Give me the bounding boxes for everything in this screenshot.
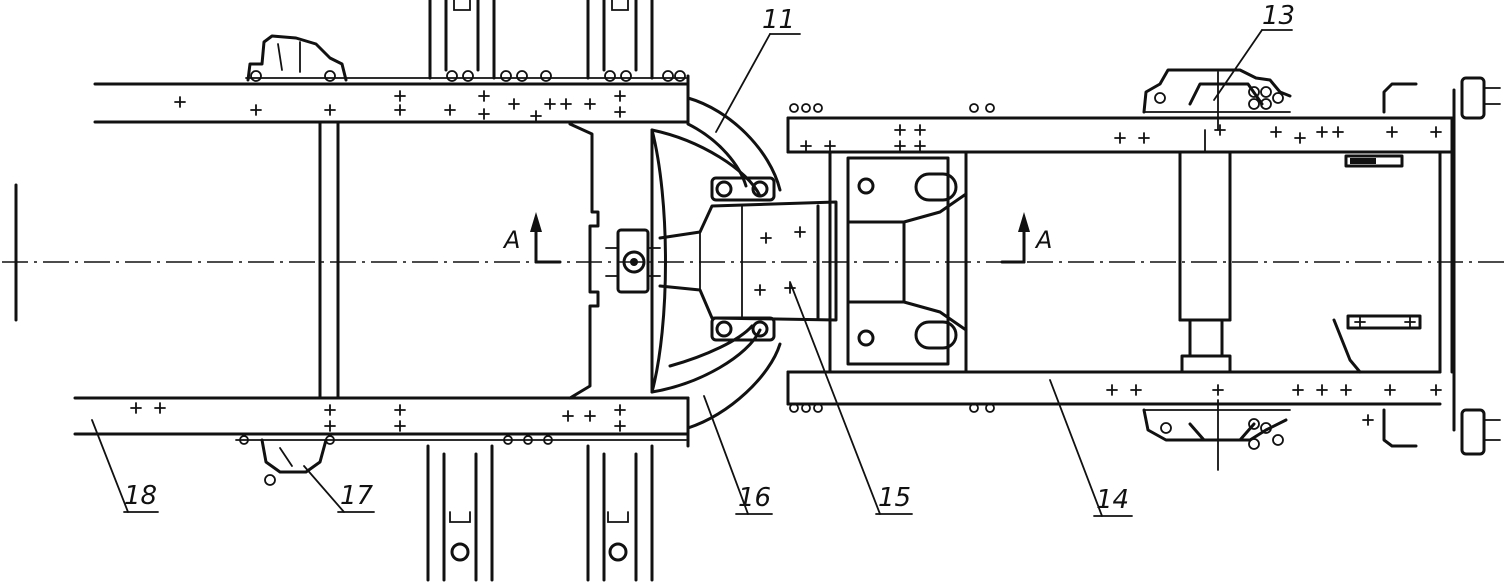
callout-16: 16 — [703, 395, 773, 515]
callout-18: 18 — [91, 419, 159, 513]
callout-label-18: 18 — [124, 481, 157, 511]
right-frame-plus-marks — [754, 124, 1442, 426]
callout-label-16: 16 — [738, 483, 771, 513]
section-label-left: A — [502, 226, 520, 254]
centre-axis — [2, 183, 1504, 322]
callout-13: 13 — [1213, 1, 1295, 101]
callout-15: 15 — [789, 281, 913, 515]
callout-label-11: 11 — [762, 5, 795, 35]
callout-label-13: 13 — [1262, 1, 1295, 31]
section-mark-right: A — [1000, 212, 1052, 264]
callout-label-15: 15 — [878, 483, 911, 513]
callout-14: 14 — [1049, 379, 1133, 517]
callout-11: 11 — [715, 5, 801, 133]
left-frame — [73, 0, 690, 582]
callout-label-17: 17 — [340, 481, 374, 511]
section-label-right: A — [1034, 226, 1052, 254]
coupling-head — [605, 96, 838, 430]
left-frame-plus-marks — [130, 90, 626, 432]
right-frame — [786, 68, 1501, 471]
callout-label-14: 14 — [1096, 485, 1129, 515]
left-frame-rivets — [239, 70, 686, 486]
callout-17: 17 — [303, 465, 375, 513]
right-frame-rivets — [789, 86, 1284, 450]
section-mark-left: A — [502, 212, 562, 264]
